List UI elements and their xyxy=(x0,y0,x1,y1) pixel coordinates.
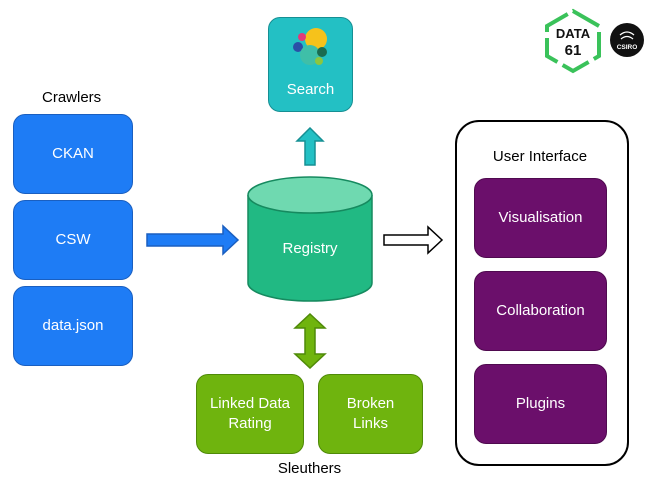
ui-plugins: Plugins xyxy=(474,364,607,444)
sleuther-linked-data-rating: Linked Data Rating xyxy=(196,374,304,454)
crawlers-to-registry-arrow xyxy=(146,224,240,256)
ui-visualisation: Visualisation xyxy=(474,178,607,258)
csiro-logo: CSIRO xyxy=(610,23,644,57)
crawlers-title: Crawlers xyxy=(42,89,102,106)
crawler-data-json: data.json xyxy=(13,286,133,366)
data61-logo-line2: 61 xyxy=(565,42,582,59)
crawler-csw: CSW xyxy=(13,200,133,280)
search-box: Search xyxy=(268,17,353,112)
sleuther-broken-links-label: Broken Links xyxy=(346,394,395,432)
registry-to-search-arrow xyxy=(295,127,325,166)
crawler-csw-label: CSW xyxy=(55,230,91,248)
data61-logo-line1: DATA xyxy=(556,26,591,41)
crawler-data-json-label: data.json xyxy=(42,316,104,334)
search-engine-logo-icon xyxy=(293,28,327,65)
sleuther-linked-data-rating-label: Linked Data Rating xyxy=(209,394,291,432)
crawler-ckan: CKAN xyxy=(13,114,133,194)
ui-visualisation-label: Visualisation xyxy=(498,208,583,226)
registry-to-ui-arrow xyxy=(383,225,444,255)
registry-label: Registry xyxy=(282,240,338,257)
user-interface-title: User Interface xyxy=(492,148,588,165)
search-label: Search xyxy=(286,81,335,98)
csiro-logo-text: CSIRO xyxy=(617,44,638,51)
sleuther-broken-links: Broken Links xyxy=(318,374,423,454)
ui-collaboration: Collaboration xyxy=(474,271,607,351)
ui-plugins-label: Plugins xyxy=(515,394,566,412)
ui-collaboration-label: Collaboration xyxy=(496,301,585,319)
data61-logo: DATA 61 xyxy=(545,8,601,74)
registry-cylinder xyxy=(247,176,373,302)
registry-sleuthers-double-arrow xyxy=(293,313,327,369)
sleuthers-title: Sleuthers xyxy=(277,460,342,477)
crawler-ckan-label: CKAN xyxy=(52,144,94,162)
